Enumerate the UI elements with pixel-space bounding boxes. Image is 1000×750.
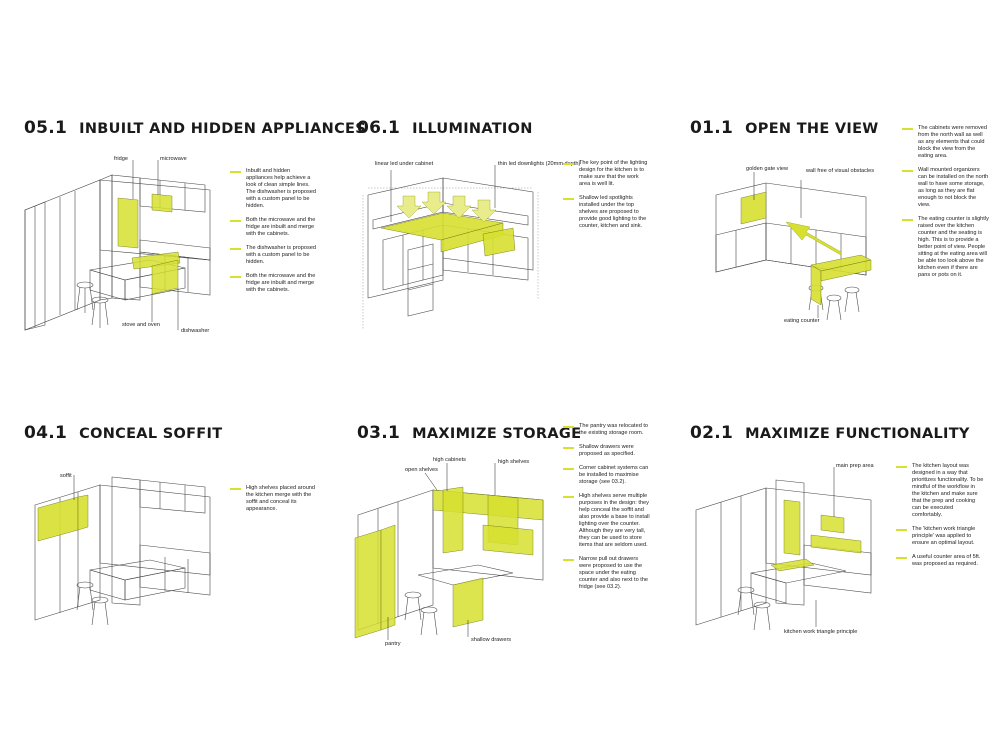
panel-title: 01.1 OPEN THE VIEW <box>690 118 879 138</box>
label-stove: stove and oven <box>122 322 160 328</box>
panel-heading: MAXIMIZE STORAGE <box>412 426 582 442</box>
stove-highlight <box>131 251 181 270</box>
note: The kitchen layout was designed in a way… <box>896 463 984 519</box>
note: The dishwasher is proposed with a custom… <box>230 245 318 266</box>
panel-heading: CONCEAL SOFFIT <box>79 426 223 442</box>
label-pantry: pantry <box>385 641 401 647</box>
panel-number: 06.1 <box>357 118 401 138</box>
label-golden-gate: golden gate view <box>746 166 789 172</box>
eating-counter-front <box>820 259 872 282</box>
note: High shelves placed around the kitchen m… <box>230 485 318 513</box>
panel-number: 03.1 <box>357 423 401 443</box>
note: Wall mounted organizers can be installed… <box>902 167 990 209</box>
panel-title: 02.1 MAXIMIZE FUNCTIONALITY <box>690 423 970 443</box>
panel-heading: OPEN THE VIEW <box>745 121 879 137</box>
note: Inbuilt and hidden appliances help achie… <box>230 168 318 210</box>
label-fridge: fridge <box>114 156 128 162</box>
panel-inbuilt-appliances: 05.1 INBUILT AND HIDDEN APPLIANCES <box>0 100 366 400</box>
note: Both the microwave and the fridge are in… <box>230 273 318 294</box>
panel-title: 06.1 ILLUMINATION <box>357 118 533 138</box>
panel-heading: INBUILT AND HIDDEN APPLIANCES <box>79 121 366 137</box>
label-high-shelves: high shelves <box>498 459 529 465</box>
note: Both the microwave and the fridge are in… <box>230 217 318 238</box>
panel-heading: ILLUMINATION <box>412 121 533 137</box>
panel-title: 05.1 INBUILT AND HIDDEN APPLIANCES <box>24 118 366 138</box>
panel-illumination: 06.1 ILLUMINATION <box>333 100 663 400</box>
shallow-drawers-highlight <box>452 577 484 628</box>
kitchen-axonometric-diagram: soffit <box>34 473 211 626</box>
label-thin-led: thin led downlights (20mm depth) <box>498 161 581 167</box>
label-microwave: microwave <box>160 156 187 162</box>
panel-number: 05.1 <box>24 118 68 138</box>
notes-list: The pantry was relocated to the existing… <box>563 423 651 598</box>
panel-number: 02.1 <box>690 423 734 443</box>
window-highlight <box>740 191 767 225</box>
fridge-highlight <box>117 197 139 249</box>
note: The eating counter is slightly raised ov… <box>902 216 990 279</box>
panel-number: 01.1 <box>690 118 734 138</box>
kitchen-axonometric-diagram: golden gate view wall free of visual obs… <box>715 166 874 324</box>
label-wall-free: wall free of visual obstacles <box>805 168 874 174</box>
kitchen-axonometric-diagram: fridge microwave stove and oven dishwash… <box>24 156 211 334</box>
panel-number: 04.1 <box>24 423 68 443</box>
notes-list: The key point of the lighting design for… <box>563 160 651 237</box>
note: The 'kitchen work triangle principle' wa… <box>896 526 984 547</box>
high-cabinets-highlight <box>442 486 464 554</box>
label-soffit: soffit <box>60 473 72 479</box>
label-dishwasher: dishwasher <box>181 328 209 334</box>
note: A useful counter area of 5ft. was propos… <box>896 554 984 568</box>
kitchen-axonometric-diagram: linear led under cabinet thin led downli… <box>362 161 581 330</box>
pantry-highlight <box>354 529 382 639</box>
note: High shelves serve multiple purposes in … <box>563 493 651 549</box>
panel-heading: MAXIMIZE FUNCTIONALITY <box>745 426 970 442</box>
panel-maximize-storage: 03.1 MAXIMIZE STORAGE high cabinets <box>333 405 663 705</box>
note: Corner cabinet systems can be installed … <box>563 465 651 486</box>
label-shallow-drawers: shallow drawers <box>471 637 511 643</box>
panel-conceal-soffit: 04.1 CONCEAL SOFFIT soffit High shelves p… <box>0 405 330 705</box>
panel-maximize-functionality: 02.1 MAXIMIZE FUNCTIONALITY main prep are… <box>666 405 996 705</box>
panel-title: 03.1 MAXIMIZE STORAGE <box>357 423 581 443</box>
microwave-highlight <box>151 193 173 213</box>
label-high-cabinets: high cabinets <box>433 457 466 463</box>
notes-list: The cabinets were removed from the north… <box>902 125 990 286</box>
note: Shallow drawers were proposed as specifi… <box>563 444 651 458</box>
counter-side-highlight <box>482 227 516 257</box>
stove-highlight <box>770 558 815 572</box>
label-work-triangle: kitchen work triangle principle <box>784 629 857 635</box>
label-main-prep: main prep area <box>836 463 875 469</box>
soffit-highlight <box>37 496 79 542</box>
note: Shallow led spotlights installed under t… <box>563 195 651 230</box>
dishwasher-highlight <box>151 259 179 295</box>
label-open-shelves: open shelves <box>405 467 438 473</box>
label-linear-led: linear led under cabinet <box>375 161 434 167</box>
view-arrow-icon <box>785 221 842 256</box>
kitchen-axonometric-diagram: high cabinets open shelves high shelves … <box>354 457 544 647</box>
note: The key point of the lighting design for… <box>563 160 651 188</box>
main-prep-highlight <box>810 534 862 554</box>
kitchen-axonometric-diagram: main prep area kitchen work triangle pri… <box>695 463 875 635</box>
note: The pantry was relocated to the existing… <box>563 423 651 437</box>
eating-counter-side <box>810 264 822 306</box>
panel-title: 04.1 CONCEAL SOFFIT <box>24 423 222 443</box>
notes-list: The kitchen layout was designed in a way… <box>896 463 984 575</box>
label-eating-counter: eating counter <box>784 318 820 324</box>
notes-list: High shelves placed around the kitchen m… <box>230 485 318 520</box>
notes-list: Inbuilt and hidden appliances help achie… <box>230 168 318 301</box>
fridge-highlight <box>783 499 801 556</box>
note: Narrow pull out drawers were proposed to… <box>563 556 651 591</box>
note: The cabinets were removed from the north… <box>902 125 990 160</box>
sink-highlight <box>820 514 845 534</box>
